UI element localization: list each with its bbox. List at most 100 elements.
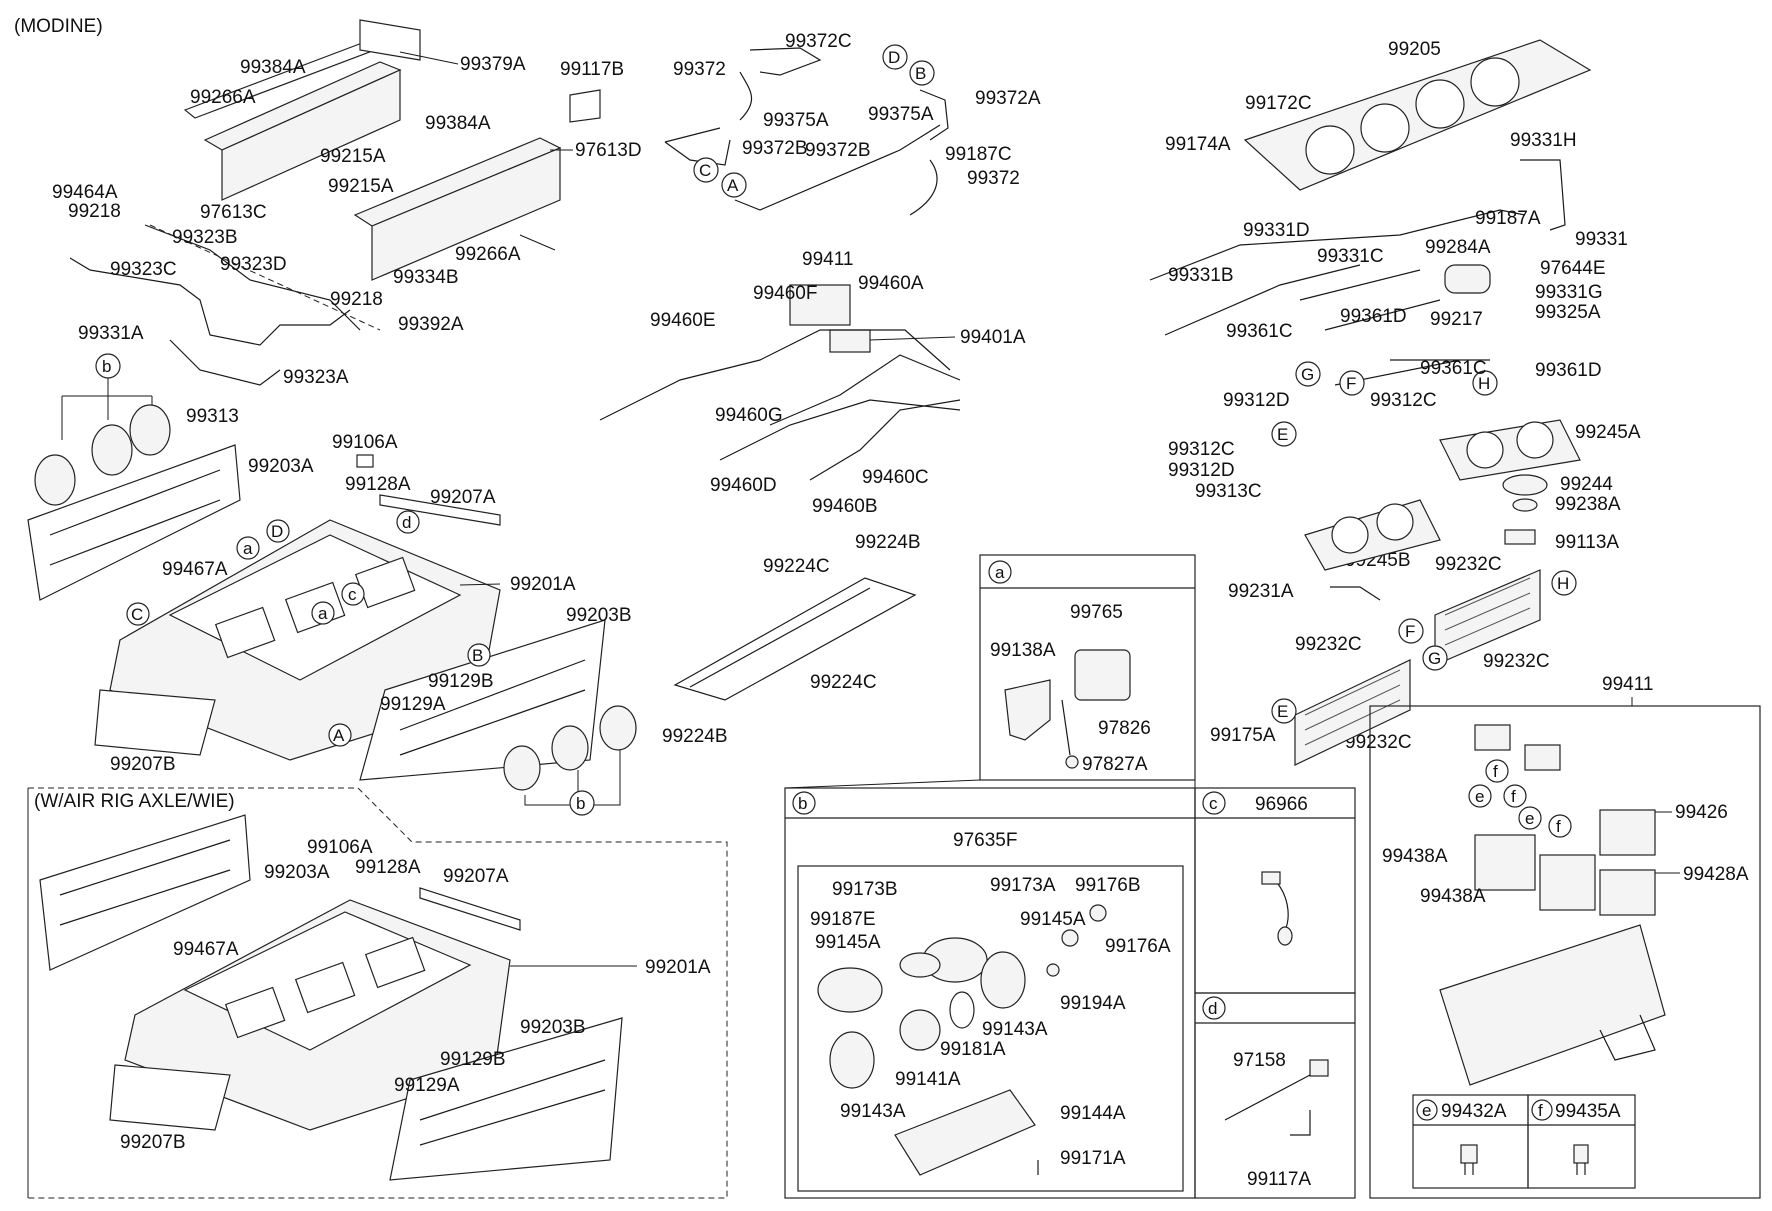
label-99207B: 99207B — [120, 1132, 186, 1153]
label-97158: 97158 — [1233, 1050, 1286, 1071]
box-a-tag: a — [995, 563, 1005, 582]
fuse-99435A — [1573, 1144, 1589, 1164]
relay-99426 — [1599, 809, 1656, 856]
motor-99141A — [899, 1009, 941, 1051]
label-99207A: 99207A — [430, 487, 496, 508]
blower-1 — [34, 454, 76, 506]
fan-3 — [1415, 79, 1465, 129]
circle-tag-H — [1472, 370, 1498, 396]
box-c-frame — [1194, 787, 1356, 994]
tag-A: A — [333, 726, 345, 745]
label-99375A: 99375A — [763, 110, 829, 131]
tag-a: a — [243, 539, 253, 558]
label-99187A: 99187A — [1475, 208, 1541, 229]
label-99372B: 99372B — [805, 140, 871, 161]
label-99284A: 99284A — [1425, 237, 1491, 258]
line-99372-2 — [909, 159, 938, 216]
actuator-99765 — [1074, 649, 1131, 701]
fan-opening — [1516, 421, 1554, 459]
gasket-strips: 99224C 99224B 99224C 99224B — [662, 532, 921, 747]
tag-F: F — [1405, 622, 1415, 641]
label-99143A: 99143A — [982, 1019, 1048, 1040]
circle-tag-d — [396, 510, 420, 534]
blower-5 — [551, 725, 589, 771]
label-99203A: 99203A — [264, 862, 330, 883]
fuse-99432A — [1460, 1144, 1478, 1164]
label-99143A: 99143A — [840, 1101, 906, 1122]
label-99224B: 99224B — [855, 532, 921, 553]
coil-fin — [1304, 699, 1401, 746]
label-99323D: 99323D — [220, 254, 287, 275]
label-99187C: 99187C — [945, 144, 1012, 165]
label-99224C: 99224C — [763, 556, 830, 577]
label-99175A: 99175A — [1210, 725, 1276, 746]
label-99426: 99426 — [1675, 802, 1728, 823]
label-99467A: 99467A — [173, 939, 239, 960]
left-mid-labels: 99106A 99203A 99128A 99207A 99467A 99201… — [110, 432, 632, 775]
tag-F: F — [1346, 374, 1356, 393]
circle-tag-G — [1422, 645, 1448, 671]
fan-plate-99245A — [1439, 419, 1581, 481]
tag-e: e — [1475, 787, 1484, 806]
label-99231A: 99231A — [1228, 581, 1294, 602]
label-99232C: 99232C — [1483, 651, 1550, 672]
blower-3 — [129, 404, 171, 456]
label-99203B: 99203B — [566, 605, 632, 626]
condenser-group — [1149, 39, 1592, 386]
label-99232C: 99232C — [1295, 634, 1362, 655]
bracket-99117B — [569, 89, 601, 123]
tag-D: D — [888, 48, 900, 67]
fan-assembly — [1304, 419, 1581, 571]
label-99113A: 99113A — [1555, 532, 1619, 553]
tag-d: d — [402, 513, 411, 532]
rod-97826 — [1061, 699, 1071, 756]
label-99361D: 99361D — [1535, 360, 1602, 381]
panel-stripe — [59, 869, 231, 926]
circle-tag-c — [1202, 791, 1226, 815]
strip-99207A — [379, 494, 501, 526]
line-99372C — [749, 47, 822, 76]
hose-99323A — [144, 224, 361, 331]
variant-title: (W/AIR RIG AXLE/WIE) — [34, 791, 235, 812]
label-99203A: 99203A — [248, 456, 314, 477]
label-99244: 99244 — [1560, 474, 1613, 495]
tag-C: C — [699, 161, 711, 180]
label-99215A: 99215A — [328, 176, 394, 197]
label-99207B: 99207B — [110, 754, 176, 775]
blower-row-left: b — [34, 353, 171, 506]
fan-opening — [1376, 503, 1414, 541]
box-b-inner — [797, 865, 1184, 1192]
routing-dash — [149, 224, 381, 331]
gasket-99224 — [673, 577, 917, 701]
clip-99117A — [1290, 1110, 1311, 1136]
label-99331A: 99331A — [78, 323, 144, 344]
box-f-tag: f — [1538, 1101, 1543, 1120]
blower-row-right: b — [503, 705, 637, 816]
tag-b: b — [102, 357, 111, 376]
label-99224B: 99224B — [662, 726, 728, 747]
nut-99176A — [1061, 929, 1079, 947]
label-99129A: 99129A — [380, 694, 446, 715]
label-99205: 99205 — [1388, 39, 1441, 60]
label-99266A: 99266A — [455, 244, 521, 265]
label-99460C: 99460C — [862, 467, 929, 488]
circle-tag-e — [1468, 784, 1492, 808]
sensor-connector — [1261, 871, 1281, 885]
label-99174A: 99174A — [1165, 134, 1231, 155]
coil-fin — [1444, 592, 1531, 631]
cover-plate-99379A — [359, 19, 421, 61]
label-99460A: 99460A — [858, 273, 924, 294]
fan-1 — [1305, 125, 1355, 175]
label-99372C: 99372C — [785, 31, 852, 52]
line-99372B — [664, 127, 731, 166]
label-99384A: 99384A — [425, 113, 491, 134]
relay-base-plate — [1439, 924, 1666, 1086]
leader — [869, 336, 956, 341]
tag-B: B — [915, 64, 926, 83]
circle-tag-e — [1518, 806, 1542, 830]
leader — [519, 234, 556, 251]
label-99460G: 99460G — [715, 405, 783, 426]
label-99181A: 99181A — [940, 1039, 1006, 1060]
opening-1 — [214, 606, 276, 659]
label-97827A: 97827A — [1082, 754, 1148, 775]
